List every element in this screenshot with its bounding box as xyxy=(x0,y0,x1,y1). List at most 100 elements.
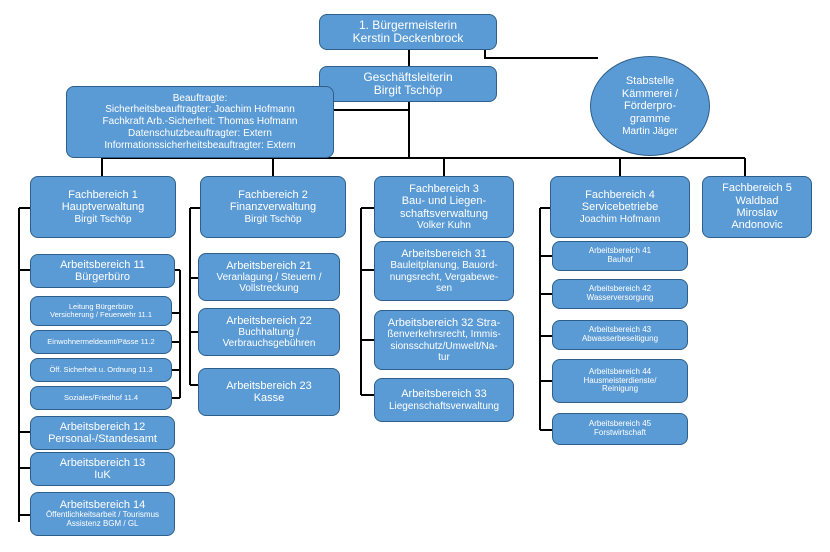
fb4-area: Servicebetriebe xyxy=(581,201,659,214)
sub11-2: Einwohnermeldeamt/Pässe 11.2 xyxy=(47,336,155,346)
ab23-area: Kasse xyxy=(253,392,285,404)
sub11-1b: Versicherung / Feuerwehr 11.1 xyxy=(49,310,152,319)
fb5-lead: Andonovic xyxy=(731,219,783,232)
fb5-lead: Miroslav xyxy=(736,207,778,219)
arbeitsbereich-11-box: Arbeitsbereich 11 Bürgerbüro xyxy=(30,254,175,288)
arbeitsbereich-14-box: Arbeitsbereich 14 Öffentlichkeitsarbeit … xyxy=(30,492,175,536)
ab13-title: Arbeitsbereich 13 xyxy=(59,456,146,469)
fb3-title: Fachbereich 3 xyxy=(409,182,479,195)
sub-11-2-box: Einwohnermeldeamt/Pässe 11.2 xyxy=(30,330,172,354)
fb5-area: Waldbad xyxy=(735,194,779,207)
arbeitsbereich-22-box: Arbeitsbereich 22 Buchhaltung / Verbrauc… xyxy=(198,308,340,356)
arbeitsbereich-23-box: Arbeitsbereich 23 Kasse xyxy=(198,368,340,416)
stab-line4: gramme xyxy=(629,112,671,125)
beauftragte-line: Datenschutzbeauftragter: Extern xyxy=(128,127,272,139)
fb3-lead: Volker Kuhn xyxy=(417,219,471,231)
ab32-area: ßenverkehrsrecht, Immis- xyxy=(387,329,501,341)
geschaeftsleitung-box: Geschäftsleiterin Birgit Tschöp xyxy=(319,66,497,102)
stab-name: Martin Jäger xyxy=(622,125,678,137)
fachbereich-4-box: Fachbereich 4 Servicebetriebe Joachim Ho… xyxy=(550,176,690,238)
fachbereich-2-box: Fachbereich 2 Finanzverwaltung Birgit Ts… xyxy=(200,176,346,238)
fachbereich-5-box: Fachbereich 5 Waldbad Miroslav Andonovic xyxy=(702,176,812,238)
fb3-area: schaftsverwaltung xyxy=(399,207,489,220)
arbeitsbereich-43-box: Arbeitsbereich 43 Abwasserbeseitigung xyxy=(552,320,688,350)
ab41-area: Bauhof xyxy=(607,255,633,264)
stab-line2: Kämmerei / xyxy=(621,87,679,100)
ab13-area: IuK xyxy=(94,469,111,481)
sub-11-3-box: Öff. Sicherheit u. Ordnung 11.3 xyxy=(30,358,172,382)
fb2-title: Fachbereich 2 xyxy=(238,189,308,202)
ab31-area: nungsrecht, Vergabewe- xyxy=(389,271,499,283)
ab42-title: Arbeitsbereich 42 xyxy=(588,284,652,294)
fb4-lead: Joachim Hofmann xyxy=(579,213,661,225)
buergermeisterin-box: 1. Bürgermeisterin Kerstin Deckenbrock xyxy=(319,14,497,50)
ab44-area: Reinigung xyxy=(601,384,639,394)
fb5-title: Fachbereich 5 xyxy=(722,182,792,195)
arbeitsbereich-31-box: Arbeitsbereich 31 Bauleitplanung, Bauord… xyxy=(374,241,514,301)
top-title: 1. Bürgermeisterin xyxy=(358,17,458,32)
ab41-title: Arbeitsbereich 41 xyxy=(588,246,652,256)
beauftragte-line: Informationssicherheitsbeauftragter: Ext… xyxy=(104,139,296,151)
ab22-area: Verbrauchsgebühren xyxy=(222,338,316,350)
ab22-area: Buchhaltung / xyxy=(238,326,300,338)
arbeitsbereich-13-box: Arbeitsbereich 13 IuK xyxy=(30,452,175,486)
arbeitsbereich-33-box: Arbeitsbereich 33 Liegenschaftsverwaltun… xyxy=(374,378,514,422)
ab43-area: Abwasserbeseitigung xyxy=(581,334,659,343)
sub-11-1-box: Leitung Bürgerbüro Versicherung / Feuerw… xyxy=(30,296,172,326)
fb3-area: Bau- und Liegen- xyxy=(401,195,487,208)
gl-name: Birgit Tschöp xyxy=(373,83,443,97)
beauftragte-box: Beauftragte: Sicherheitsbeauftragter: Jo… xyxy=(66,86,334,158)
ab14-area: Öffentlichkeitsarbeit / Tourismus xyxy=(45,510,160,520)
ab43-title: Arbeitsbereich 43 xyxy=(588,325,652,335)
ab14-title: Arbeitsbereich 14 xyxy=(59,498,146,511)
sub-11-4-box: Soziales/Friedhof 11.4 xyxy=(30,386,172,410)
fb1-title: Fachbereich 1 xyxy=(68,189,138,202)
sub11-3: Öff. Sicherheit u. Ordnung 11.3 xyxy=(49,364,153,374)
fb1-area: Hauptverwaltung xyxy=(61,201,145,214)
stabstelle-oval: Stabstelle Kämmerei / Förderpro- gramme … xyxy=(590,56,710,156)
ab45-title: Arbeitsbereich 45 xyxy=(588,419,652,429)
arbeitsbereich-12-box: Arbeitsbereich 12 Personal-/Standesamt xyxy=(30,416,175,450)
fb4-title: Fachbereich 4 xyxy=(585,189,655,202)
ab31-title: Arbeitsbereich 31 xyxy=(401,248,487,261)
ab31-area: Bauleitplanung, Bauord- xyxy=(390,260,498,272)
arbeitsbereich-42-box: Arbeitsbereich 42 Wasserversorgung xyxy=(552,279,688,309)
arbeitsbereich-44-box: Arbeitsbereich 44 Hausmeisterdienste/ Re… xyxy=(552,359,688,403)
sub11-4: Soziales/Friedhof 11.4 xyxy=(63,392,139,402)
fachbereich-3-box: Fachbereich 3 Bau- und Liegen- schaftsve… xyxy=(374,176,514,238)
ab32-title: Arbeitsbereich 32 Stra- xyxy=(387,317,501,330)
beauftragte-line: Sicherheitsbeauftragter: Joachim Hofmann xyxy=(105,104,295,116)
fb1-lead: Birgit Tschöp xyxy=(74,213,132,225)
stab-line1: Stabstelle xyxy=(625,74,675,87)
ab31-area: sen xyxy=(435,282,453,294)
ab14-area: Assistenz BGM / GL xyxy=(66,519,139,529)
fachbereich-1-box: Fachbereich 1 Hauptverwaltung Birgit Tsc… xyxy=(30,176,176,238)
ab12-area: Personal-/Standesamt xyxy=(48,433,157,445)
ab11-title: Arbeitsbereich 11 xyxy=(60,258,145,271)
fb2-lead: Birgit Tschöp xyxy=(244,213,302,225)
ab23-title: Arbeitsbereich 23 xyxy=(226,379,312,392)
ab42-area: Wasserversorgung xyxy=(586,293,654,302)
ab21-area: Veranlagung / Steuern / xyxy=(216,271,322,283)
ab21-title: Arbeitsbereich 21 xyxy=(226,259,312,272)
ab45-area: Forstwirtschaft xyxy=(593,428,646,437)
arbeitsbereich-41-box: Arbeitsbereich 41 Bauhof xyxy=(552,241,688,271)
ab22-title: Arbeitsbereich 22 xyxy=(226,314,312,327)
beauftragte-title: Beauftragte: xyxy=(172,92,228,104)
ab44-title: Arbeitsbereich 44 xyxy=(588,366,652,376)
stab-line3: Förderpro- xyxy=(624,100,676,113)
gl-title: Geschäftsleiterin xyxy=(363,69,453,84)
sub11-1a: Leitung Bürgerbüro xyxy=(68,301,134,311)
arbeitsbereich-32-box: Arbeitsbereich 32 Stra- ßenverkehrsrecht… xyxy=(374,310,514,370)
ab33-area: Liegenschaftsverwaltung xyxy=(388,400,500,412)
ab44-area: Hausmeisterdienste/ xyxy=(583,375,657,385)
arbeitsbereich-45-box: Arbeitsbereich 45 Forstwirtschaft xyxy=(552,413,688,445)
ab11-area: Bürgerbüro xyxy=(74,271,131,283)
ab32-area: tur xyxy=(438,351,450,363)
ab21-area: Vollstreckung xyxy=(239,283,299,295)
ab32-area: sionsschutz/Umwelt/Na- xyxy=(390,340,498,352)
ab33-title: Arbeitsbereich 33 xyxy=(401,388,487,401)
beauftragte-line: Fachkraft Arb.-Sicherheit: Thomas Hofman… xyxy=(102,116,298,128)
fb2-area: Finanzverwaltung xyxy=(229,201,317,214)
